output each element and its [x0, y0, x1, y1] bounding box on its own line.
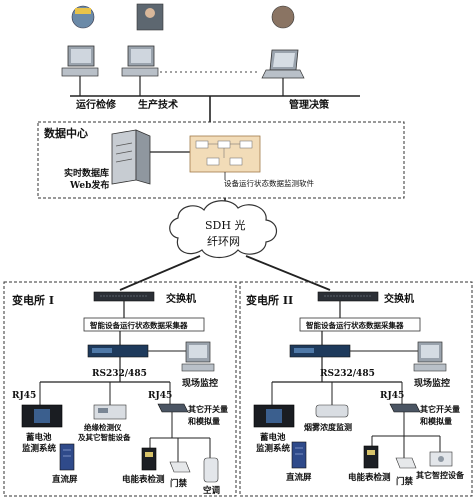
station2-rj45-label: RJ45	[380, 391, 404, 401]
station2-door-label: 门禁	[396, 476, 414, 487]
user-mgmt	[261, 5, 305, 96]
station1-other-line2: 和模拟量	[188, 416, 220, 426]
software-diagram-icon	[189, 135, 261, 173]
station1-battery-line1: 蓄电池	[26, 432, 52, 443]
station2-smoke-detector-icon	[315, 404, 349, 418]
station1-rj45-left: RJ45	[12, 391, 36, 401]
data-center-title: 数据中心	[44, 126, 88, 140]
station1-dc-label: 直流屏	[52, 474, 78, 485]
station2-box	[239, 281, 473, 497]
station2-title: 变电所 II	[246, 293, 293, 307]
station1-ac-icon	[203, 457, 219, 483]
station1-switch-label: 交换机	[166, 292, 196, 305]
db-label-line2: Web发布	[69, 179, 109, 191]
user-ops	[61, 5, 99, 96]
station2-smoke-label: 烟雾浓度监测	[304, 422, 352, 432]
station1-rj45-right: RJ45	[148, 391, 172, 401]
station1-monitor-label: 现场监控	[182, 377, 218, 389]
laptop-mgmt-icon	[261, 49, 305, 96]
station1-door-label: 门禁	[170, 478, 188, 489]
station1-battery-line2: 监测系统	[22, 443, 57, 454]
station2-door-icon	[395, 457, 417, 469]
station2-rs-label: RS232/485	[320, 369, 375, 379]
station1-insulation-device-icon	[93, 404, 127, 420]
station1-insulation-line2: 及其它智能设备	[78, 432, 131, 442]
cloud-label-line1: SDH 光	[205, 218, 245, 232]
station1-rs-label: RS232/485	[92, 369, 147, 379]
db-label-line1: 实时数据库	[64, 167, 109, 179]
station1-title: 变电所 I	[12, 293, 54, 307]
cloud-label-line2: 纤环网	[207, 235, 240, 248]
station1-meter-label: 电能表检测	[122, 474, 165, 485]
station2-dc-label: 直流屏	[286, 472, 312, 483]
station2-collector-bar	[299, 317, 421, 332]
station2-control-label: 其它智控设备	[416, 470, 465, 480]
station2-other-io-icon	[389, 403, 421, 413]
station2-other-line2: 和模拟量	[420, 416, 452, 426]
station2-collector-label: 智能设备运行状态数据采集器	[306, 320, 404, 330]
cloud-to-station2-line	[245, 255, 331, 291]
station2-switch-label: 交换机	[384, 292, 414, 305]
server-icon	[111, 129, 151, 185]
station2-battery-line2: 监测系统	[256, 443, 291, 454]
station2-monitor-label: 现场监控	[414, 377, 450, 389]
sdh-cloud-icon	[169, 200, 278, 259]
station1-battery-monitor-icon	[21, 404, 63, 428]
station2-collector-device-icon	[289, 344, 351, 358]
station1-monitor-icon	[181, 341, 215, 372]
station2-meter-icon	[363, 445, 379, 469]
workstation-ops-icon	[61, 45, 99, 96]
station2-monitor-icon	[413, 341, 447, 372]
workstation-tech-icon	[121, 45, 159, 96]
software-label: 设备运行状态数据监测软件	[224, 178, 314, 188]
station1-insulation-line1: 绝缘检测仪	[84, 422, 122, 432]
station1-collector-label: 智能设备运行状态数据采集器	[90, 320, 188, 330]
user-mgmt-label: 管理决策	[289, 98, 330, 111]
station1-switch-icon	[93, 291, 155, 302]
station2-dc-panel-icon	[291, 441, 307, 469]
station1-door-icon	[169, 461, 191, 473]
station1-meter-icon	[141, 447, 157, 471]
station1-dc-panel-icon	[59, 443, 75, 471]
station2-battery-monitor-icon	[253, 404, 295, 428]
station1-other-io-icon	[157, 403, 189, 413]
station2-control-device-icon	[429, 451, 453, 467]
user-tech	[121, 3, 164, 96]
user-ops-label: 运行检修	[76, 98, 117, 111]
station2-battery-line1: 蓄电池	[260, 432, 286, 443]
person-mgmt-icon	[271, 5, 295, 29]
station1-other-line1: 其它开关量	[188, 404, 228, 414]
user-tech-label: 生产技术	[138, 98, 178, 111]
data-center-box	[37, 121, 405, 199]
station1-collector-bar	[83, 317, 205, 332]
station1-box	[3, 281, 237, 497]
station1-ac-label: 空调	[203, 485, 221, 496]
station2-switch-icon	[317, 291, 379, 302]
station2-meter-label: 电能表检测	[348, 472, 391, 483]
station2-other-line1: 其它开关量	[420, 404, 460, 414]
station1-collector-device-icon	[87, 344, 149, 358]
cloud-to-station1-line	[119, 255, 201, 291]
